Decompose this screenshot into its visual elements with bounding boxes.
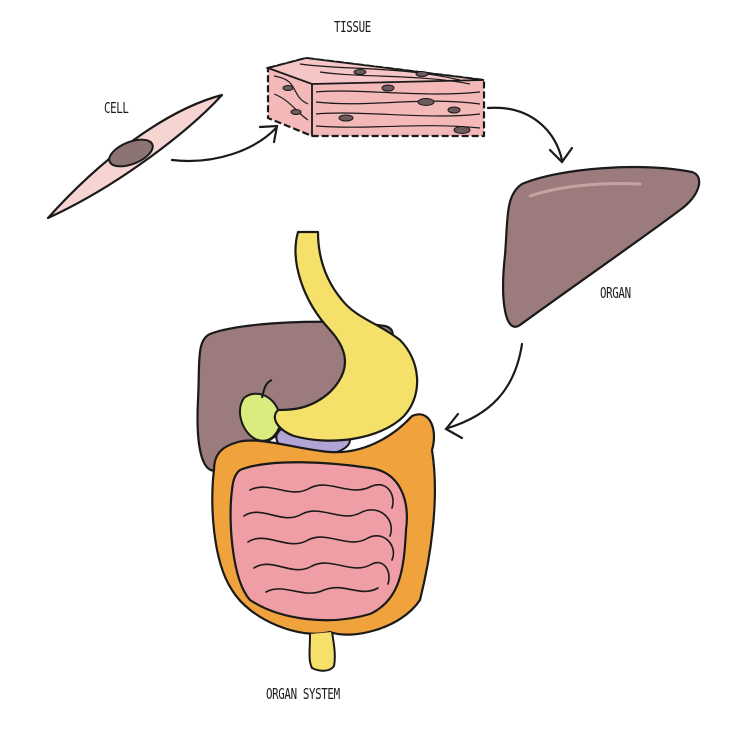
cell-label: CELL — [104, 99, 129, 117]
arrow-organ-to-system — [444, 342, 524, 440]
cell-illustration — [46, 93, 224, 220]
tissue-illustration — [264, 56, 486, 138]
arrow-cell-to-tissue — [170, 124, 279, 162]
tissue-label: TISSUE — [334, 18, 371, 36]
liver-organ-illustration — [502, 166, 701, 328]
digestive-system-illustration — [196, 230, 436, 672]
arrow-tissue-to-organ — [486, 106, 574, 164]
organ-label: ORGAN — [600, 284, 631, 302]
organ-system-label: ORGAN SYSTEM — [266, 685, 340, 703]
